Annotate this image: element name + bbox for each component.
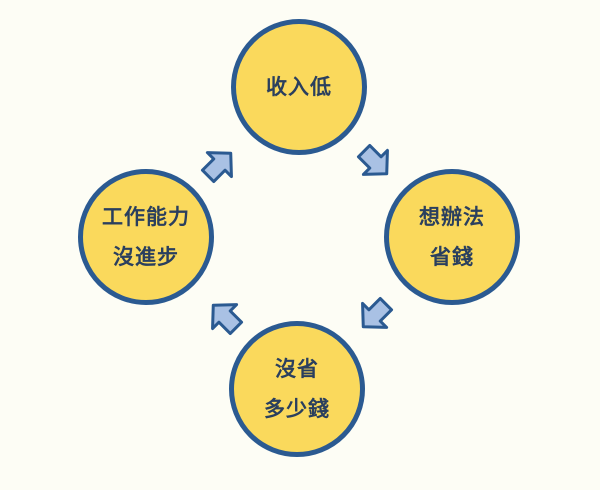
arrow-bottom-to-left-icon <box>211 303 244 336</box>
node-label: 收入低 <box>266 75 332 99</box>
node-label-line-1: 沒省 <box>275 357 319 381</box>
node-label-line-2: 省錢 <box>430 245 474 269</box>
node-label-line-1: 工作能力 <box>102 205 190 229</box>
node-label-line-2: 沒進步 <box>113 245 179 269</box>
node-no-skill-progress: 工作能力 沒進步 <box>78 169 214 305</box>
node-find-ways-to-save: 想辦法 省錢 <box>384 169 520 305</box>
node-saved-little: 沒省 多少錢 <box>229 321 365 457</box>
arrow-right-to-bottom-icon <box>361 296 394 329</box>
arrow-top-to-right-icon <box>356 143 389 176</box>
node-label-line-1: 想辦法 <box>419 205 485 229</box>
arrow-left-to-top-icon <box>200 151 233 184</box>
node-label-line-2: 多少錢 <box>264 397 330 421</box>
node-low-income: 收入低 <box>231 19 367 155</box>
